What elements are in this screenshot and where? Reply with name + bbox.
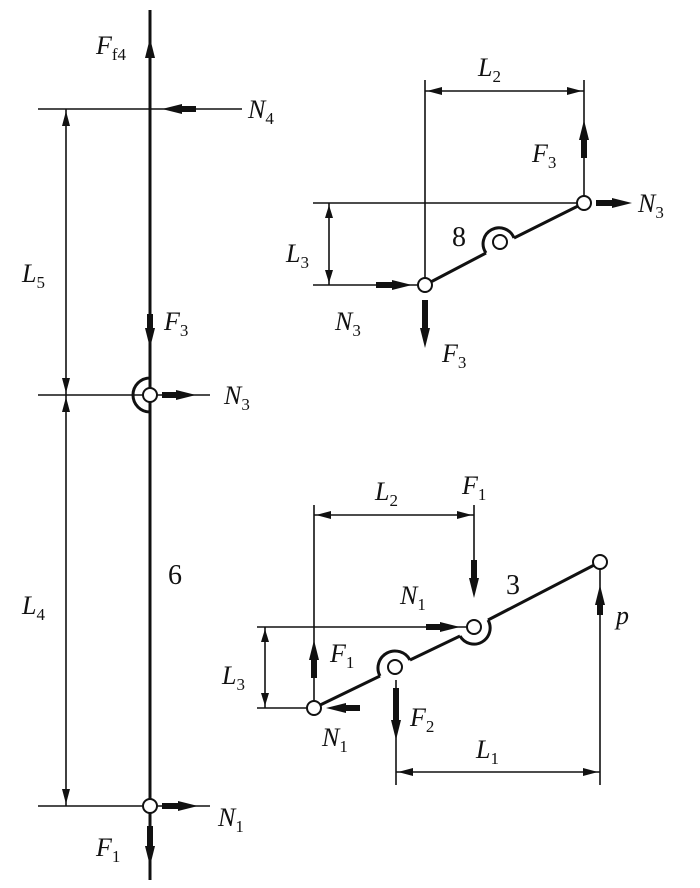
force-arrow-F2: [391, 720, 401, 740]
dim-arrow: [316, 511, 331, 519]
force-arrow-tail: [426, 624, 440, 630]
force-arrow-tail: [311, 660, 317, 678]
label-N1-mid: N1: [399, 581, 426, 614]
force-arrow-N1: [178, 801, 198, 811]
force-arrow-F3: [579, 120, 589, 140]
lever-3: [257, 505, 608, 785]
label-F1: F1: [95, 833, 120, 866]
force-arrow-tail: [581, 140, 587, 158]
force-arrow-N4: [162, 104, 182, 114]
force-arrow-F1-up: [309, 640, 319, 660]
pin-joint: [142, 387, 158, 403]
pin-joint: [592, 554, 608, 570]
pin-joint: [142, 798, 158, 814]
dim-arrow: [567, 87, 582, 95]
joint-hook: [131, 376, 151, 414]
label-N3: N3: [223, 381, 250, 414]
force-arrow-F1: [145, 846, 155, 866]
joint-hook: [458, 619, 492, 646]
dim-arrow: [457, 511, 472, 519]
label-F1-left: F1: [329, 639, 354, 672]
label-L2-bottom: L2: [374, 477, 398, 510]
force-arrow-tail: [471, 560, 477, 578]
dim-arrow: [62, 789, 70, 804]
dim-arrow: [583, 768, 598, 776]
dim-arrow: [62, 111, 70, 126]
dim-arrow: [261, 693, 269, 706]
lever-pivot-hook: [376, 649, 412, 677]
force-arrow-tail: [147, 314, 153, 328]
label-L5: L5: [21, 259, 45, 292]
label-F1-top: F1: [461, 471, 486, 504]
force-arrow-tail: [422, 300, 428, 328]
force-arrow-N1-bottom: [326, 703, 346, 713]
dim-arrow: [62, 378, 70, 393]
label-Ff4: Ff4: [95, 31, 127, 64]
label-N1: N1: [217, 803, 244, 836]
force-arrow-F3-down: [420, 328, 430, 348]
force-arrow-tail: [162, 803, 178, 809]
pin-joint: [306, 700, 322, 716]
lever-pivot: [387, 659, 403, 675]
part-number-3: 3: [506, 570, 520, 601]
force-arrow-tail: [147, 826, 153, 846]
label-L4: L4: [21, 591, 45, 624]
force-arrow-F1: [469, 578, 479, 598]
label-N3-left: N3: [334, 307, 361, 340]
lever-arm: [313, 674, 381, 710]
label-N1-bottom: N1: [321, 723, 348, 756]
lever-pivot: [492, 234, 508, 250]
label-F3-top: F3: [531, 139, 556, 172]
label-N3-right: N3: [637, 189, 664, 222]
label-L2: L2: [477, 53, 501, 86]
dim-arrow: [261, 629, 269, 642]
label-L3-bottom: L3: [221, 661, 245, 694]
label-p: p: [614, 601, 629, 630]
lever-arm: [513, 201, 585, 240]
label-F2: F2: [409, 703, 434, 736]
part-number-8: 8: [452, 222, 466, 253]
force-arrow-tail: [596, 200, 612, 206]
dim-arrow: [398, 768, 413, 776]
dim-arrow: [325, 205, 333, 218]
force-arrow-N3: [176, 390, 196, 400]
lever-8: [313, 80, 632, 348]
label-F3: F3: [163, 307, 188, 340]
rod-6: [38, 10, 242, 880]
force-arrow-tail: [393, 688, 399, 720]
force-arrow-tail: [597, 605, 603, 615]
dim-arrow: [325, 270, 333, 283]
force-arrow-Ff4: [145, 38, 155, 58]
pin-joint: [576, 195, 592, 211]
lever-arm: [409, 634, 461, 662]
pin-joint: [417, 277, 433, 293]
force-arrow-F3: [145, 328, 155, 348]
label-L3-top: L3: [285, 239, 309, 272]
lever-arm: [487, 560, 601, 622]
pin-joint: [466, 619, 482, 635]
force-arrow-N3-left: [392, 280, 412, 290]
label-F3-down: F3: [441, 339, 466, 372]
lever-pivot-hook: [481, 226, 516, 254]
force-arrow-p: [595, 585, 605, 605]
force-arrow-tail: [376, 282, 392, 288]
force-arrow-N3: [612, 198, 632, 208]
label-N4: N4: [247, 95, 274, 128]
force-arrow-tail: [182, 106, 196, 112]
dim-arrow: [62, 397, 70, 412]
label-L1: L1: [475, 735, 499, 768]
dim-arrow: [427, 87, 442, 95]
force-arrow-tail: [346, 705, 360, 711]
force-arrow-tail: [162, 392, 176, 398]
part-number-6: 6: [168, 560, 182, 591]
lever-arm: [424, 251, 487, 287]
force-arrow-N1: [440, 622, 460, 632]
